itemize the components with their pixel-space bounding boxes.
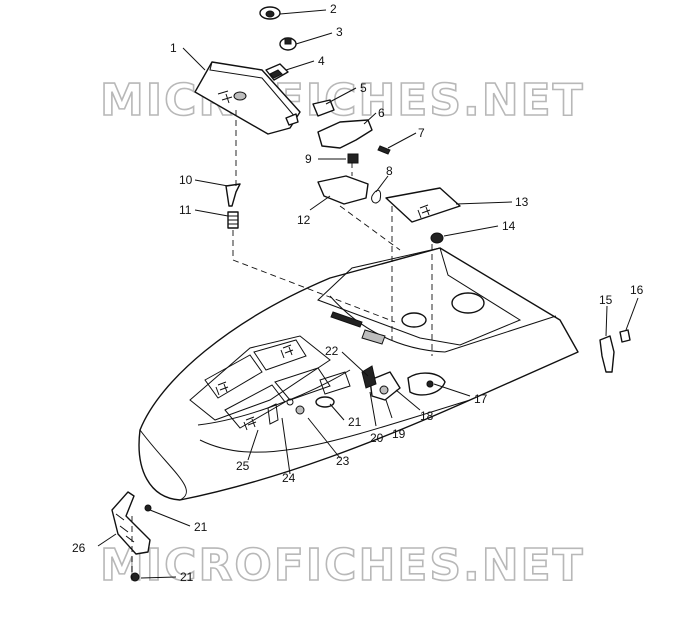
part-14-bushing	[430, 232, 444, 244]
part-13-cover	[385, 187, 461, 223]
callout-21-lower-left: 21	[180, 570, 194, 584]
callout-12: 12	[297, 213, 311, 227]
callout-20: 20	[370, 431, 384, 445]
part-1-dash-pod	[194, 61, 301, 135]
callout-17: 17	[474, 392, 488, 406]
part-21-washer-lower	[130, 572, 140, 582]
callout-15: 15	[599, 293, 613, 307]
part-3-grommet	[279, 37, 297, 51]
part-11-spring	[227, 211, 239, 229]
part-16-rivet	[619, 329, 631, 343]
part-15-latch	[599, 335, 615, 373]
watermark-bottom: MICROFICHES.NET	[100, 540, 585, 591]
callout-14: 14	[502, 219, 516, 233]
part-10-pin	[225, 183, 241, 207]
leader-lines	[97, 9, 639, 579]
part-4-switch	[265, 63, 289, 81]
callout-18: 18	[420, 409, 434, 423]
callout-6: 6	[378, 106, 385, 120]
callout-21-upper-left: 21	[194, 520, 208, 534]
part-17-grommet	[426, 380, 434, 388]
callout-21-center: 21	[348, 415, 362, 429]
callout-8: 8	[386, 164, 393, 178]
callout-1: 1	[170, 41, 177, 55]
part-6-bracket	[317, 119, 373, 149]
part-5-plate	[312, 99, 335, 117]
callout-16: 16	[630, 283, 644, 297]
callout-25: 25	[236, 459, 250, 473]
callout-4: 4	[318, 54, 325, 68]
hood-body	[138, 247, 579, 501]
assembly-lines	[131, 110, 433, 580]
callout-9: 9	[305, 152, 312, 166]
part-26-front-bracket	[111, 491, 151, 555]
callout-10: 10	[179, 173, 193, 187]
callout-24: 24	[282, 471, 296, 485]
part-12-mount-bracket	[317, 175, 369, 205]
callout-19: 19	[392, 427, 406, 441]
callout-11: 11	[179, 203, 192, 217]
callout-3: 3	[336, 25, 343, 39]
callout-26: 26	[72, 541, 86, 555]
callout-13: 13	[515, 195, 529, 209]
callout-labels: 1 2 3 4 5 6 7 8 9 10 11 12 13 14 15 16 1…	[72, 2, 644, 584]
part-9-nut	[347, 153, 359, 164]
callout-2: 2	[330, 2, 337, 16]
part-2-cap	[259, 6, 281, 20]
part-7-screw	[377, 145, 391, 155]
callout-7: 7	[418, 126, 425, 140]
part-21-washer-upper	[144, 504, 152, 512]
callout-22: 22	[325, 344, 339, 358]
callout-23: 23	[336, 454, 350, 468]
part-8-clip	[371, 189, 381, 204]
watermark-top: MICROFICHES.NET	[100, 75, 585, 126]
callout-5: 5	[360, 81, 367, 95]
